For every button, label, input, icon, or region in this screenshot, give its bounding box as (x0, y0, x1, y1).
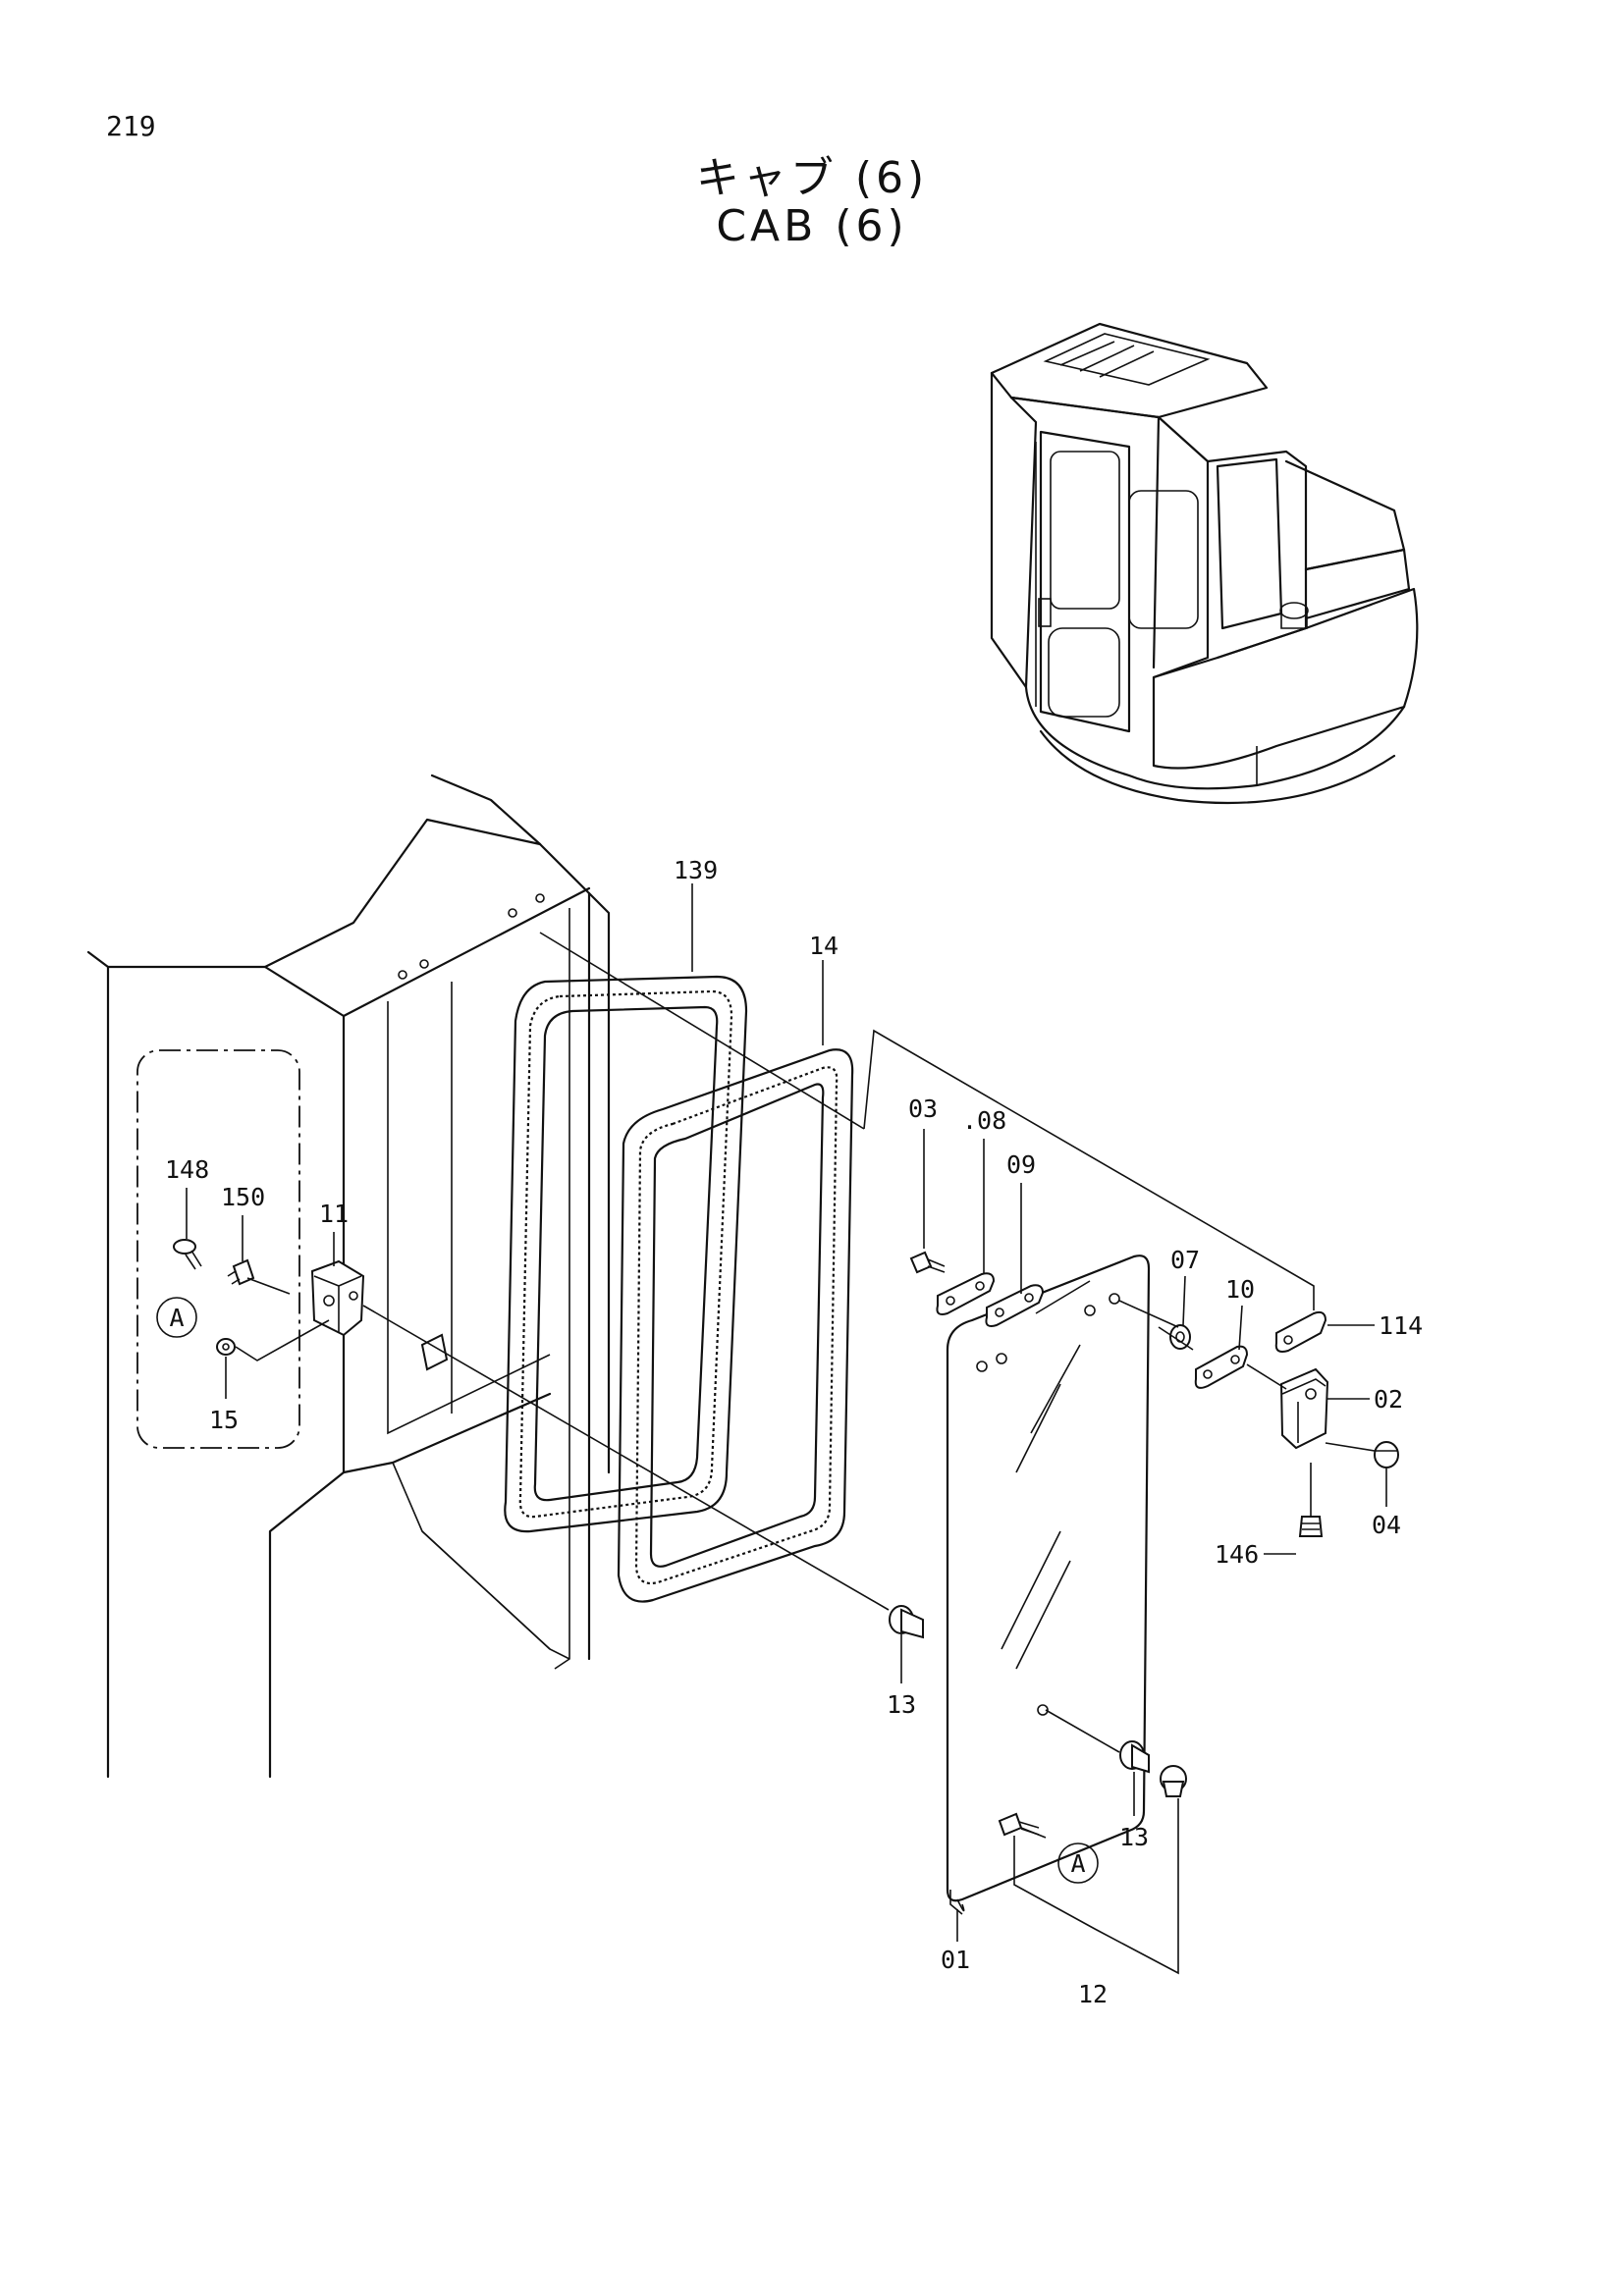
part-10-plate (1194, 1345, 1249, 1389)
callout-04: 04 (1372, 1511, 1401, 1539)
part-11-latch (310, 1259, 449, 1371)
part-139-seal (504, 975, 748, 1533)
part-15-washer (216, 1338, 236, 1356)
callout-14: 14 (809, 932, 839, 960)
callout-11: 11 (319, 1200, 349, 1228)
callout-146: 146 (1215, 1540, 1259, 1569)
part-114-plate (1274, 1310, 1327, 1353)
part-03-bolt (909, 1251, 946, 1274)
callout-01: 01 (941, 1946, 970, 1974)
marker-a-left: A (156, 1297, 197, 1338)
callout-07: 07 (1170, 1246, 1200, 1274)
callout-leaders (186, 883, 1387, 1975)
part-13-grommet-right (1119, 1740, 1150, 1774)
part-09-plate (985, 1284, 1045, 1327)
part-148-screw (173, 1239, 202, 1270)
part-12-pin (998, 1765, 1187, 1837)
cab-side-structure (86, 774, 611, 1779)
assembly-lines (235, 932, 1376, 1839)
callout-15: 15 (209, 1406, 239, 1434)
callout-13-left: 13 (887, 1690, 916, 1719)
svg-text:A: A (1070, 1849, 1085, 1878)
callout-12: 12 (1078, 1980, 1108, 2008)
page-title-japanese: キャブ (6) (695, 153, 929, 203)
callout-13-right: 13 (1119, 1823, 1149, 1851)
callout-02: 02 (1374, 1385, 1403, 1414)
callout-150: 150 (221, 1183, 265, 1211)
cab-overview-illustration (990, 322, 1419, 805)
part-08-plate (936, 1272, 996, 1315)
callout-10: 10 (1225, 1275, 1255, 1304)
callout-148: 148 (165, 1155, 209, 1184)
callout-08: .08 (962, 1106, 1006, 1135)
callout-09: 09 (1006, 1150, 1036, 1179)
part-14-seal (617, 1048, 854, 1603)
page-number: 219 (106, 110, 156, 142)
part-13-grommet-left (889, 1605, 924, 1639)
part-01-glass-window (946, 1255, 1151, 1915)
part-04-cap-nut (1374, 1441, 1399, 1468)
part-07-bushing (1169, 1324, 1191, 1350)
callout-03: 03 (908, 1095, 938, 1123)
marker-a-right: A (1057, 1842, 1099, 1884)
callout-114: 114 (1379, 1311, 1423, 1340)
svg-text:A: A (169, 1304, 184, 1332)
part-150-clip (227, 1258, 255, 1286)
part-02-hinge (1279, 1367, 1329, 1450)
callout-139: 139 (674, 856, 718, 884)
detail-region-a (136, 1049, 300, 1449)
page-title-english: CAB (6) (716, 201, 908, 251)
part-146-bolt (1298, 1463, 1324, 1537)
